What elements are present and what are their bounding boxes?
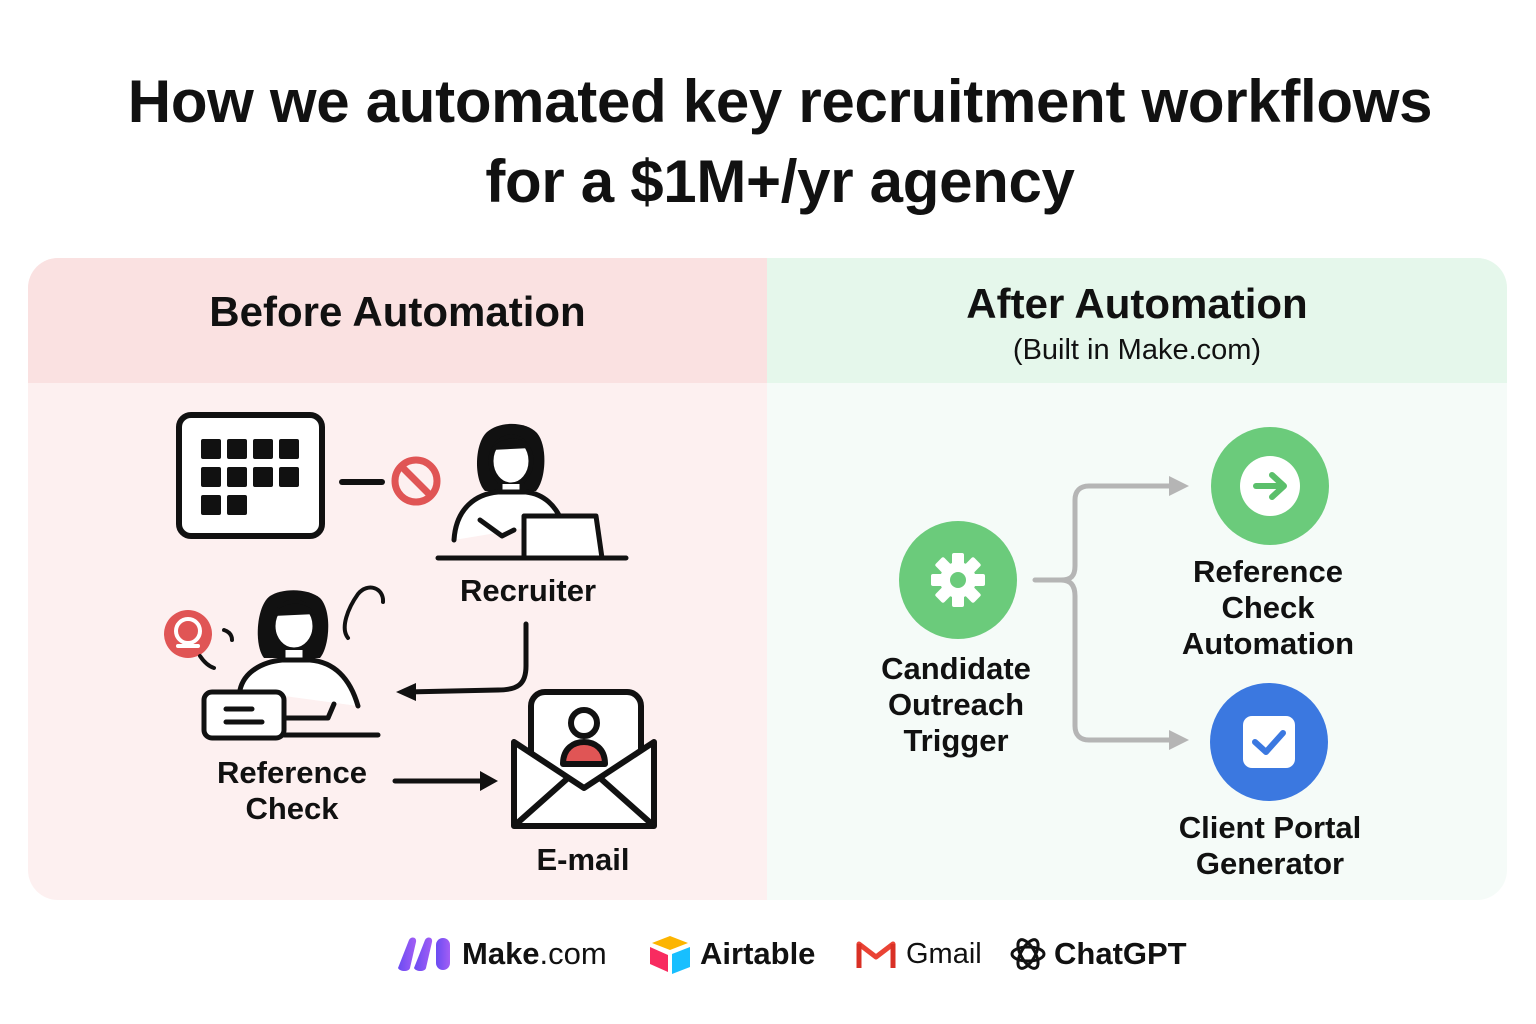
gmail-icon — [856, 941, 896, 968]
make-name-bold: Make — [462, 936, 540, 971]
before-panel-header: Before Automation — [28, 258, 767, 383]
trigger-label: Candidate Outreach Trigger — [831, 651, 1081, 759]
make-icon — [398, 937, 450, 971]
gmail-logo: Gmail — [856, 926, 982, 982]
gear-icon — [931, 553, 985, 607]
reference-automation-line-3: Automation — [1181, 626, 1355, 661]
after-panel: After Automation (Built in Make.com) — [767, 258, 1507, 900]
chat-bubble-icon — [164, 610, 234, 670]
after-subheading: (Built in Make.com) — [1012, 334, 1262, 366]
make-logo: Make.com — [396, 926, 607, 982]
arrow-head-left — [396, 683, 416, 701]
arrow-right-icon — [1240, 456, 1300, 516]
prohibited-icon — [391, 456, 441, 506]
page-title: How we automated key recruitment workflo… — [0, 62, 1536, 222]
email-label: E-mail — [536, 842, 630, 877]
client-portal-line-2: Generator — [1195, 846, 1345, 881]
trigger-line-3: Trigger — [903, 723, 1009, 758]
recruiter-person-icon — [435, 423, 629, 561]
airtable-icon — [650, 936, 690, 974]
checkbox-icon — [1243, 716, 1295, 768]
email-envelope-icon — [511, 689, 657, 829]
chatgpt-icon — [1010, 938, 1046, 970]
squiggle-mark — [342, 585, 385, 640]
trigger-line-2: Outreach — [887, 687, 1025, 722]
reference-automation-label: Reference Check Automation — [1143, 554, 1393, 662]
airtable-name: Airtable — [700, 936, 815, 972]
trigger-line-1: Candidate — [881, 651, 1031, 686]
make-name-suffix: .com — [539, 936, 607, 971]
arrow-head-bottom — [1169, 730, 1189, 750]
tools-logo-row: Make.com Airtable Gmail ChatGPT — [0, 926, 1536, 982]
airtable-name-text: Airtable — [700, 936, 816, 971]
reference-automation-node — [1211, 427, 1329, 545]
recruiter-to-reference-arrow — [403, 621, 529, 695]
before-heading: Before Automation — [209, 288, 586, 335]
trigger-node — [899, 521, 1017, 639]
before-diagram — [164, 412, 657, 829]
arrow-head-right — [480, 771, 498, 791]
client-portal-label: Client Portal Generator — [1145, 810, 1395, 882]
chatgpt-name: ChatGPT — [1054, 936, 1187, 972]
recruiter-text: Recruiter — [459, 573, 597, 608]
reference-check-label: Reference Check — [167, 755, 417, 827]
chatgpt-logo: ChatGPT — [1008, 926, 1187, 982]
reference-check-line-2: Check — [245, 791, 339, 826]
title-line-2: for a $1M+/yr agency — [485, 148, 1075, 215]
client-portal-node — [1210, 683, 1328, 801]
reference-automation-line-1: Reference — [1193, 554, 1343, 589]
before-panel: Before Automation — [28, 258, 767, 900]
airtable-logo: Airtable — [648, 926, 815, 982]
arrow-head-top — [1169, 476, 1189, 496]
reference-check-line-1: Reference — [217, 755, 367, 790]
spreadsheet-icon — [176, 412, 325, 539]
branch-connector — [1032, 483, 1174, 743]
title-line-1: How we automated key recruitment workflo… — [127, 68, 1433, 135]
after-panel-header: After Automation (Built in Make.com) — [767, 258, 1507, 383]
client-portal-line-1: Client Portal — [1178, 810, 1362, 845]
after-heading: After Automation — [966, 280, 1308, 327]
chatgpt-name-text: ChatGPT — [1054, 936, 1187, 971]
gmail-name: Gmail — [906, 937, 982, 970]
after-flow-diagram — [899, 427, 1329, 801]
reference-automation-line-2: Check — [1221, 590, 1315, 625]
make-name: Make.com — [462, 936, 607, 972]
reference-person-icon — [201, 590, 381, 741]
